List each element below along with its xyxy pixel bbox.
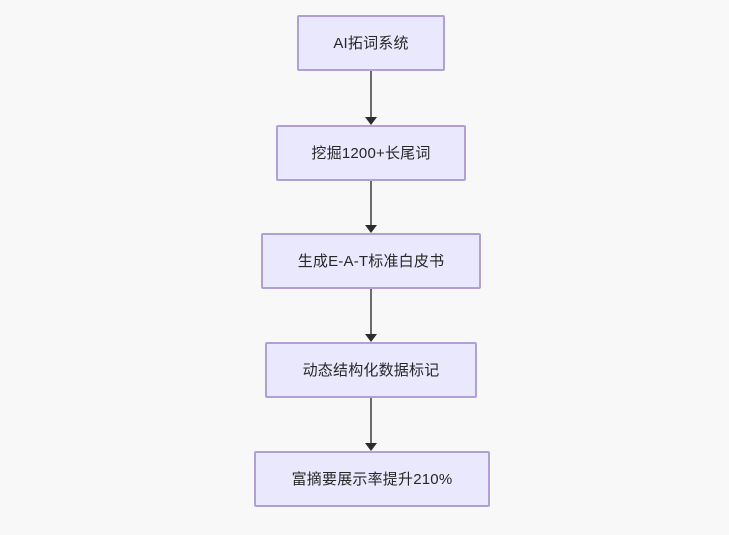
arrowhead-down-icon — [365, 443, 377, 451]
arrowhead-down-icon — [365, 334, 377, 342]
flow-node-label: 动态结构化数据标记 — [302, 361, 440, 379]
connector-shaft — [370, 181, 372, 226]
flow-connector-2 — [364, 181, 378, 233]
flow-node-label: 挖掘1200+长尾词 — [311, 144, 431, 162]
arrowhead-down-icon — [365, 117, 377, 125]
flow-node-label: AI拓词系统 — [333, 34, 409, 52]
flow-connector-1 — [364, 71, 378, 125]
flow-connector-4 — [364, 398, 378, 451]
connector-shaft — [370, 71, 372, 118]
flow-node-rich-snippet-impression-lift[interactable]: 富摘要展示率提升210% — [254, 451, 490, 507]
flow-node-label: 富摘要展示率提升210% — [291, 470, 453, 488]
flow-node-ai-keyword-system[interactable]: AI拓词系统 — [297, 15, 445, 71]
connector-shaft — [370, 289, 372, 335]
flow-node-dynamic-structured-data-markup[interactable]: 动态结构化数据标记 — [265, 342, 477, 398]
flow-node-mine-longtail-keywords[interactable]: 挖掘1200+长尾词 — [276, 125, 466, 181]
flow-node-label: 生成E-A-T标准白皮书 — [297, 252, 445, 270]
flow-node-generate-eat-whitepaper[interactable]: 生成E-A-T标准白皮书 — [261, 233, 481, 289]
arrowhead-down-icon — [365, 225, 377, 233]
connector-shaft — [370, 398, 372, 444]
flow-connector-3 — [364, 289, 378, 342]
